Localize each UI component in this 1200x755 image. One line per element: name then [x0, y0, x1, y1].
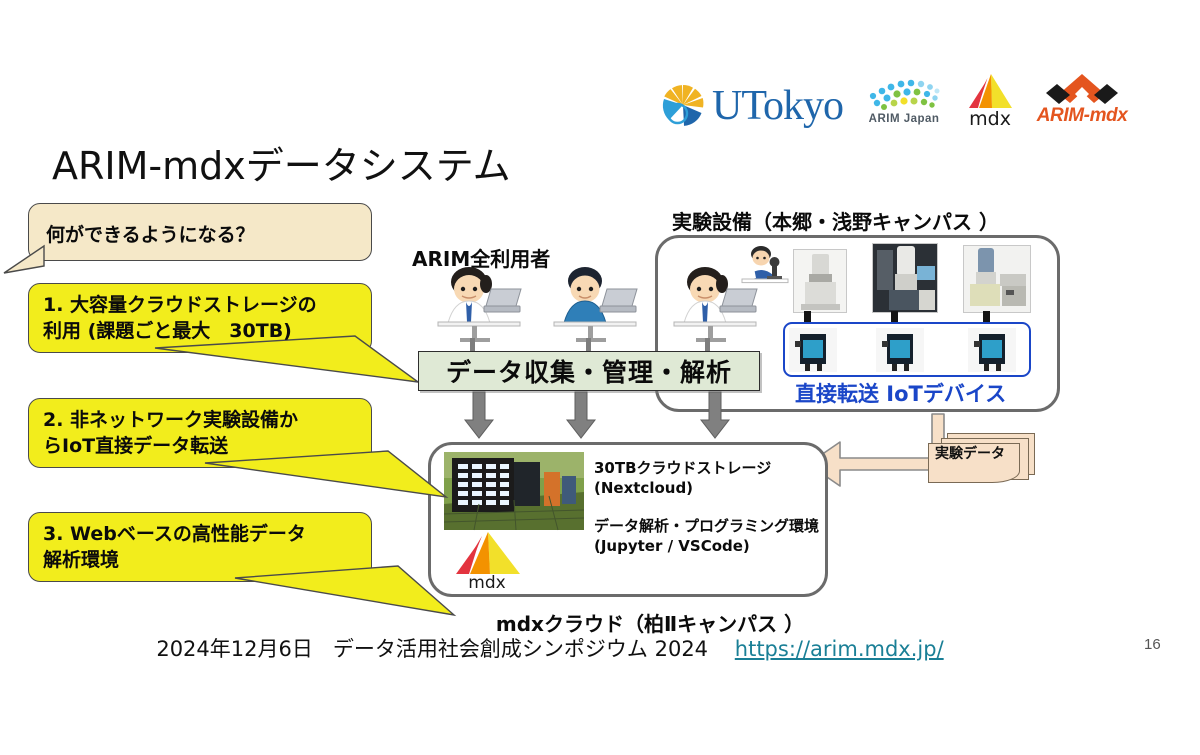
callout-point-1[interactable]: 1. 大容量クラウドストレージの 利用 (課題ごと最大 30TB) — [28, 283, 372, 353]
down-arrow-3 — [699, 391, 731, 439]
mdx-cloud-caption: mdxクラウド（柏Ⅱキャンパス ） — [495, 612, 805, 636]
arim-mdx-chevron-icon — [1033, 72, 1131, 106]
page-title: ARIM-mdxデータシステム — [52, 144, 511, 188]
connector-stems — [470, 338, 710, 354]
down-arrow-2 — [565, 391, 597, 439]
person-laptop-illustration-3 — [673, 267, 758, 342]
utokyo-wordmark: UTokyo — [712, 83, 844, 129]
iot-device-photo-3 — [968, 328, 1016, 372]
callout-question[interactable]: 何ができるようになる？ — [28, 203, 372, 261]
svg-text:mdx: mdx — [468, 573, 505, 593]
cloud-analysis-text: データ解析・プログラミング環境 (Jupyter / VSCode) — [594, 516, 819, 557]
arim-japan-wordmark: ARIM Japan — [868, 113, 940, 125]
footer-event: データ活用社会創成シンポジウム 2024 — [332, 637, 709, 661]
footer-date: 2024年12月6日 — [156, 637, 313, 661]
mdx-inner-logo: mdx — [456, 532, 520, 593]
iot-device-photo-2 — [876, 328, 924, 372]
equipment-photo-2 — [872, 243, 938, 313]
callout-point-2-line2: らIoT直接データ転送 — [43, 434, 229, 457]
facility-label: 実験設備（本郷・浅野キャンパス ） — [672, 210, 999, 234]
cloud-storage-line1: 30TBクラウドストレージ — [594, 459, 772, 477]
person-at-microscope-illustration — [741, 246, 789, 284]
callout-point-3-line1: 3. Webベースの高性能データ — [43, 523, 306, 545]
person-laptop-illustration-2 — [553, 267, 638, 342]
cloud-storage-text: 30TBクラウドストレージ (Nextcloud) — [594, 458, 771, 499]
footer-url-link[interactable]: https://arim.mdx.jp/ — [734, 637, 944, 661]
mdx-logo: mdx — [965, 72, 1015, 140]
page-number: 16 — [1144, 636, 1161, 653]
experiment-data-doc-1 — [928, 443, 1020, 483]
utokyo-logo: UTokyo — [660, 72, 844, 140]
logo-row: UTokyo — [660, 72, 1131, 140]
datacenter-photo — [443, 452, 585, 531]
callout-point-1-line1: 1. 大容量クラウドストレージの — [43, 294, 317, 316]
users-label: ARIM全利用者 — [412, 247, 551, 271]
cloud-analysis-line2: (Jupyter / VSCode) — [594, 537, 750, 556]
down-arrow-1 — [463, 391, 495, 439]
arim-japan-logo: ARIM Japan — [861, 72, 947, 140]
iot-cable-1 — [804, 311, 811, 324]
mdx-triangle-icon — [965, 72, 1015, 110]
iot-device-label: 直接転送 IoTデバイス — [795, 382, 1007, 406]
arim-mdx-logo: ARIM-mdx — [1033, 72, 1131, 140]
callout-point-2[interactable]: 2. 非ネットワーク実験設備か らIoT直接データ転送 — [28, 398, 372, 468]
arim-japan-globe-icon — [861, 72, 947, 112]
callout-point-1-line2: 利用 (課題ごと最大 30TB) — [43, 319, 292, 342]
experiment-data-label: 実験データ — [935, 446, 1005, 462]
iot-cable-2 — [891, 311, 898, 324]
data-pipeline-bar: データ収集・管理・解析 — [418, 351, 760, 391]
cloud-analysis-line1: データ解析・プログラミング環境 — [594, 517, 820, 535]
mdx-wordmark: mdx — [969, 108, 1011, 130]
callout-point-3-line2: 解析環境 — [43, 548, 120, 571]
iot-device-photo-1 — [789, 328, 837, 372]
facility-group-box — [655, 235, 1060, 412]
equipment-photo-3 — [963, 245, 1031, 313]
callout-point-2-line1: 2. 非ネットワーク実験設備か — [43, 409, 299, 431]
callout-question-text: 何ができるようになる？ — [46, 224, 255, 246]
person-laptop-illustration-1 — [437, 267, 522, 342]
callout-point-3[interactable]: 3. Webベースの高性能データ 解析環境 — [28, 512, 372, 582]
iot-device-group-box — [783, 322, 1031, 377]
footer: 2024年12月6日 データ活用社会創成シンポジウム 2024 https://… — [0, 633, 1100, 663]
arim-mdx-wordmark: ARIM-mdx — [1036, 105, 1128, 126]
equipment-photo-1 — [793, 249, 847, 313]
iot-cable-3 — [983, 311, 990, 324]
utokyo-mark-icon — [660, 83, 706, 129]
cloud-storage-line2: (Nextcloud) — [594, 479, 694, 498]
